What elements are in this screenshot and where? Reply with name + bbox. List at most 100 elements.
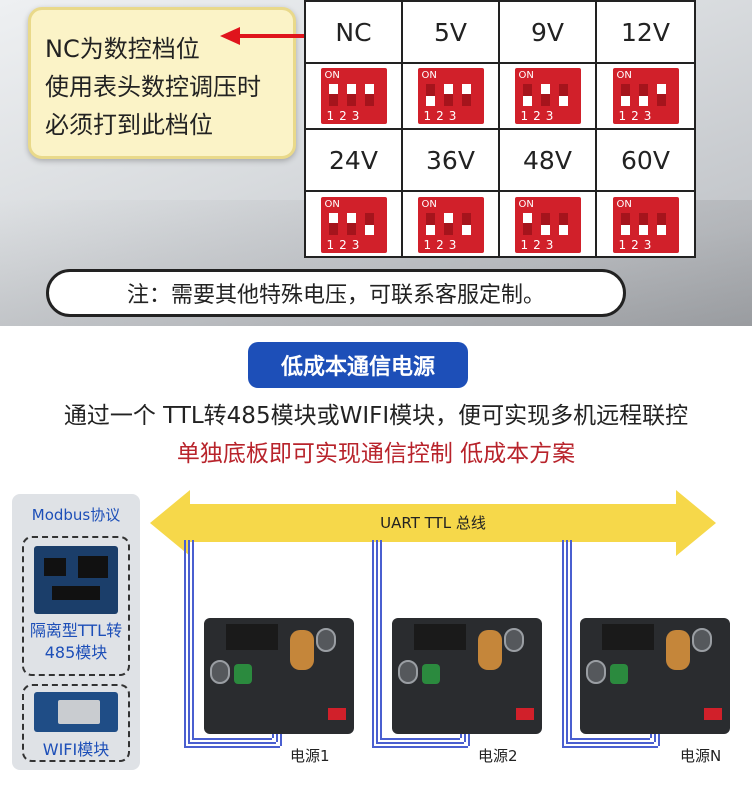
bus-wire bbox=[372, 540, 374, 746]
dip-toggle bbox=[620, 213, 630, 235]
power-label-1: 电源1 bbox=[290, 747, 330, 765]
wifi-module-image bbox=[34, 692, 118, 732]
dip-on-label: ON bbox=[324, 70, 340, 81]
voltage-label: 9V bbox=[530, 17, 564, 47]
bus-wire bbox=[188, 742, 276, 744]
dip-toggle bbox=[364, 213, 374, 235]
dip-switch-icon: ON 123 bbox=[514, 197, 581, 253]
highlight-line: 单独底板即可实现通信控制 低成本方案 bbox=[176, 441, 576, 467]
note-line-2: 使用表头数控调压时 bbox=[45, 73, 261, 101]
power-board-2 bbox=[392, 618, 542, 734]
uart-bus-arrow bbox=[150, 490, 716, 556]
voltage-cell: 24V bbox=[306, 130, 403, 192]
isolation-module-label: 隔离型TTL转485模块 bbox=[29, 621, 123, 662]
dip-toggle bbox=[620, 84, 630, 106]
dip-number-label: 123 bbox=[520, 238, 559, 252]
voltage-cell: 12V bbox=[597, 2, 694, 64]
ttl-485-module-image bbox=[34, 546, 118, 614]
dip-on-label: ON bbox=[518, 199, 534, 210]
dip-toggle bbox=[443, 84, 453, 106]
dip-on-label: ON bbox=[421, 70, 437, 81]
dip-on-label: ON bbox=[421, 199, 437, 210]
dip-toggle bbox=[346, 84, 356, 106]
voltage-cell: 9V bbox=[500, 2, 597, 64]
dip-toggle bbox=[540, 84, 550, 106]
dip-on-label: ON bbox=[324, 199, 340, 210]
wifi-module-frame bbox=[22, 684, 130, 762]
voltage-cell: 48V bbox=[500, 130, 597, 192]
dip-switch-icon: ON 123 bbox=[417, 68, 484, 124]
dip-cell: ON 123 bbox=[500, 192, 597, 258]
dip-number-label: 123 bbox=[326, 238, 365, 252]
dip-cell: ON 123 bbox=[500, 64, 597, 130]
bus-wire bbox=[376, 540, 378, 742]
dip-number-label: 123 bbox=[423, 109, 462, 123]
power-board-n bbox=[580, 618, 730, 734]
note-line-3: 必须打到此档位 bbox=[45, 111, 213, 139]
dip-switch-section: NC为数控档位 使用表头数控调压时 必须打到此档位 NC 5V 9V 12V ON 123… bbox=[0, 0, 752, 326]
bus-wire bbox=[184, 540, 186, 746]
dip-toggle bbox=[522, 213, 532, 235]
voltage-label: 60V bbox=[621, 145, 670, 175]
nc-note-box: NC为数控档位 使用表头数控调压时 必须打到此档位 bbox=[28, 7, 296, 159]
description-line: 通过一个 TTL转485模块或WIFI模块，便可实现多机远程联控 bbox=[63, 403, 689, 429]
dip-cell: ON 123 bbox=[597, 64, 694, 130]
isolation-module-frame bbox=[22, 536, 130, 676]
voltage-cell: 36V bbox=[403, 130, 500, 192]
voltage-cell: NC bbox=[306, 2, 403, 64]
dip-toggle bbox=[461, 84, 471, 106]
dip-switch-icon: ON 123 bbox=[514, 68, 581, 124]
dip-toggle bbox=[638, 213, 648, 235]
wifi-module-label: WIFI模块 bbox=[42, 740, 110, 759]
bus-wire bbox=[562, 540, 564, 746]
dip-on-label: ON bbox=[616, 70, 632, 81]
arrow-left-icon bbox=[220, 27, 240, 45]
modbus-label: Modbus协议 bbox=[31, 506, 121, 524]
voltage-cell: 5V bbox=[403, 2, 500, 64]
pointer-arrow-shaft bbox=[232, 34, 322, 38]
bus-wire bbox=[570, 540, 572, 738]
voltage-cell: 60V bbox=[597, 130, 694, 192]
bus-wire bbox=[188, 540, 190, 742]
bus-wire bbox=[566, 540, 568, 742]
dip-toggle bbox=[328, 213, 338, 235]
bus-wire bbox=[566, 742, 654, 744]
dip-toggle bbox=[558, 213, 568, 235]
dip-toggle bbox=[443, 213, 453, 235]
dip-switch-icon: ON 123 bbox=[612, 197, 679, 253]
dip-number-label: 123 bbox=[618, 109, 657, 123]
dip-toggle bbox=[346, 213, 356, 235]
voltage-label: 5V bbox=[433, 17, 467, 47]
dip-cell: ON 123 bbox=[597, 192, 694, 258]
bus-wire bbox=[570, 738, 650, 740]
dip-on-label: ON bbox=[616, 199, 632, 210]
note-line-1: NC为数控档位 bbox=[45, 35, 200, 63]
voltage-label: 24V bbox=[329, 145, 378, 175]
dip-toggle bbox=[522, 84, 532, 106]
dip-cell: ON 123 bbox=[306, 192, 403, 258]
dip-number-label: 123 bbox=[520, 109, 559, 123]
voltage-label: 12V bbox=[621, 17, 670, 47]
bus-wire bbox=[372, 746, 468, 748]
dip-switch-icon: ON 123 bbox=[612, 68, 679, 124]
dip-toggle bbox=[364, 84, 374, 106]
dip-toggle bbox=[656, 213, 666, 235]
dip-on-label: ON bbox=[518, 70, 534, 81]
dip-toggle bbox=[461, 213, 471, 235]
bus-wire bbox=[562, 746, 658, 748]
voltage-label: 36V bbox=[426, 145, 475, 175]
bus-label: UART TTL 总线 bbox=[380, 514, 486, 532]
dip-number-label: 123 bbox=[618, 238, 657, 252]
dip-toggle bbox=[425, 213, 435, 235]
bus-wire bbox=[192, 540, 194, 738]
voltage-label: 48V bbox=[523, 145, 572, 175]
dip-toggle bbox=[425, 84, 435, 106]
bus-wire bbox=[192, 738, 272, 740]
custom-voltage-note: 注：需要其他特殊电压，可联系客服定制。 bbox=[46, 269, 626, 317]
power-board-1 bbox=[204, 618, 354, 734]
voltage-label: NC bbox=[335, 17, 372, 47]
